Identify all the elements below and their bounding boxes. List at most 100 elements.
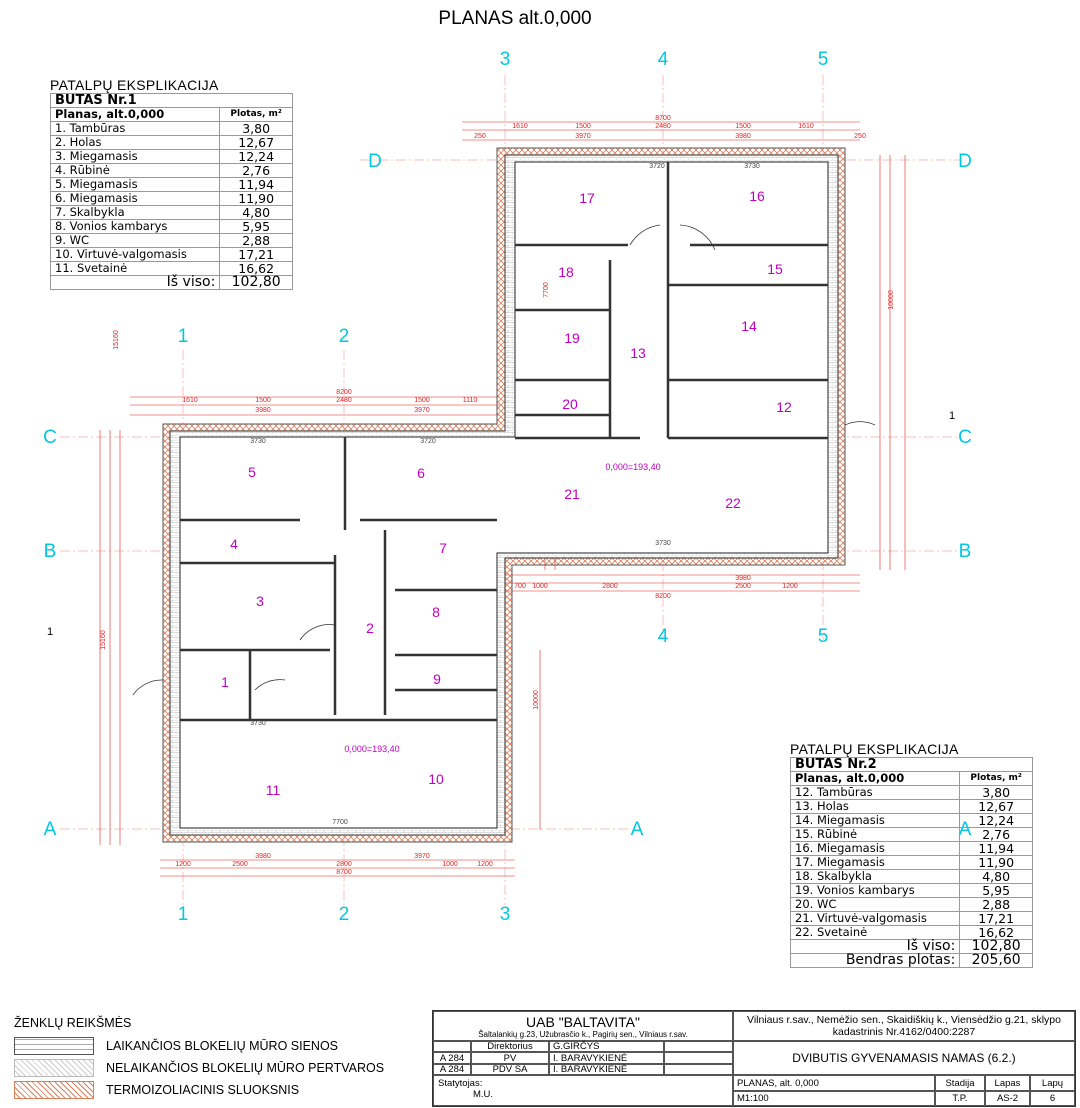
room-number: 16 (749, 188, 765, 204)
dimension-label: 3980 (255, 407, 271, 414)
room-number: 22 (725, 495, 741, 511)
room-area: 2,88 (959, 897, 1033, 912)
signature-cell: PDV SA (471, 1063, 549, 1075)
partition-swatch (14, 1059, 94, 1077)
dimension-label: 1200 (782, 583, 798, 590)
section-mark: 1 (949, 410, 955, 422)
room-name: 10. Virtuvė-valgomasis (49, 247, 221, 262)
title-block: UAB "BALTAVITA" Šaltalankių g.23, Užubra… (432, 1010, 1076, 1107)
dimension-label: 3970 (414, 853, 430, 860)
room-area: 17,21 (959, 911, 1033, 926)
room-number: 17 (579, 190, 595, 206)
room-area: 3,80 (959, 785, 1033, 800)
dimension-label: 3970 (575, 133, 591, 140)
dimension-label: 3980 (735, 133, 751, 140)
room-name: 19. Vonios kambarys (789, 883, 961, 898)
grand-total-label: Bendras plotas: (789, 953, 961, 968)
legend-item-insulation: TERMOIZOLIACINIS SLUOKSNIS (14, 1080, 384, 1100)
legend-label: LAIKANČIOS BLOKELIŲ MŪRO SIENOS (106, 1039, 339, 1053)
room-area: 3,80 (219, 121, 293, 136)
dimension-label: 250 (854, 133, 866, 140)
dimension-label: 2480 (336, 397, 352, 404)
dimension-label: 3980 (735, 575, 751, 582)
room-name: 14. Miegamasis (789, 813, 961, 828)
dimension-label: 7700 (332, 819, 348, 826)
dimension-label: 15160 (113, 330, 120, 350)
axis-label: 2 (339, 326, 350, 347)
company-name: UAB "BALTAVITA" (526, 1013, 640, 1030)
dimension-label: 3730 (250, 438, 266, 445)
sheets-value: 6 (1030, 1091, 1075, 1106)
dimension-label: 2500 (232, 861, 248, 868)
signature-cell: I. BARAVYKIENĖ (549, 1063, 664, 1075)
grand-total-value: 205,60 (959, 953, 1033, 968)
room-area: 4,80 (959, 869, 1033, 884)
company-address: Šaltalankių g.23, Užubrasčio k., Pagirių… (478, 1029, 688, 1039)
room-area: 16,62 (219, 261, 293, 276)
dimension-label: 8700 (336, 869, 352, 876)
dimension-label: 1610 (798, 123, 814, 130)
legend-item-bearing-walls: LAIKANČIOS BLOKELIŲ MŪRO SIENOS (14, 1036, 384, 1056)
building-walls (132, 147, 876, 843)
room-area: 4,80 (219, 205, 293, 220)
insulation-swatch (14, 1081, 94, 1099)
apartment-title: BUTAS Nr.2 (790, 757, 1033, 772)
room-name: 20. WC (789, 897, 961, 912)
room-name: 18. Skalbykla (789, 869, 961, 884)
builder-value: M.U. (473, 1089, 494, 1100)
level-mark: 0,000=193,40 (344, 744, 399, 754)
room-area: 5,95 (219, 219, 293, 234)
room-area: 2,76 (219, 163, 293, 178)
signature-cell: PV (471, 1052, 549, 1064)
room-number: 14 (741, 318, 757, 334)
room-name: 16. Miegamasis (789, 841, 961, 856)
room-area: 2,76 (959, 827, 1033, 842)
dimension-label: 2500 (735, 583, 751, 590)
axis-label: 5 (818, 626, 829, 647)
brick-swatch (14, 1037, 94, 1055)
room-number: 1 (221, 674, 229, 690)
dimension-label: 1000 (442, 861, 458, 868)
room-name: 21. Virtuvė-valgomasis (789, 911, 961, 926)
room-name: 7. Skalbykla (49, 205, 221, 220)
room-area: 11,90 (959, 855, 1033, 870)
dimension-label: 10000 (888, 290, 895, 310)
column-header-area: Plotas, m² (959, 771, 1033, 786)
room-number: 2 (366, 620, 374, 636)
room-number: 5 (248, 464, 256, 480)
sheet-title: PLANAS, alt. 0,000 (733, 1075, 935, 1091)
signature-cell (664, 1063, 733, 1075)
signature-cell: A 284 (433, 1052, 471, 1064)
room-name: 8. Vonios kambarys (49, 219, 221, 234)
total-label: Iš viso: (49, 275, 221, 290)
dimension-label: 10000 (533, 690, 540, 710)
room-number: 3 (256, 593, 264, 609)
room-number: 12 (776, 399, 792, 415)
column-header-room: Planas, alt.0,000 (49, 107, 221, 122)
axis-label: D (368, 151, 382, 172)
dimension-label: 3980 (255, 853, 271, 860)
axis-label: A (631, 819, 644, 840)
dimension-label: 2800 (602, 583, 618, 590)
stage-label: Stadija (935, 1075, 985, 1091)
project-name: DVIBUTIS GYVENAMASIS NAMAS (6.2.) (733, 1041, 1075, 1075)
room-name: 5. Miegamasis (49, 177, 221, 192)
legend-title: ŽENKLŲ REIKŠMĖS (14, 1016, 132, 1030)
stage-value: T.P. (935, 1091, 985, 1106)
column-header-area: Plotas, m² (219, 107, 293, 122)
scale: M1:100 (733, 1091, 935, 1106)
axis-label: D (958, 151, 972, 172)
